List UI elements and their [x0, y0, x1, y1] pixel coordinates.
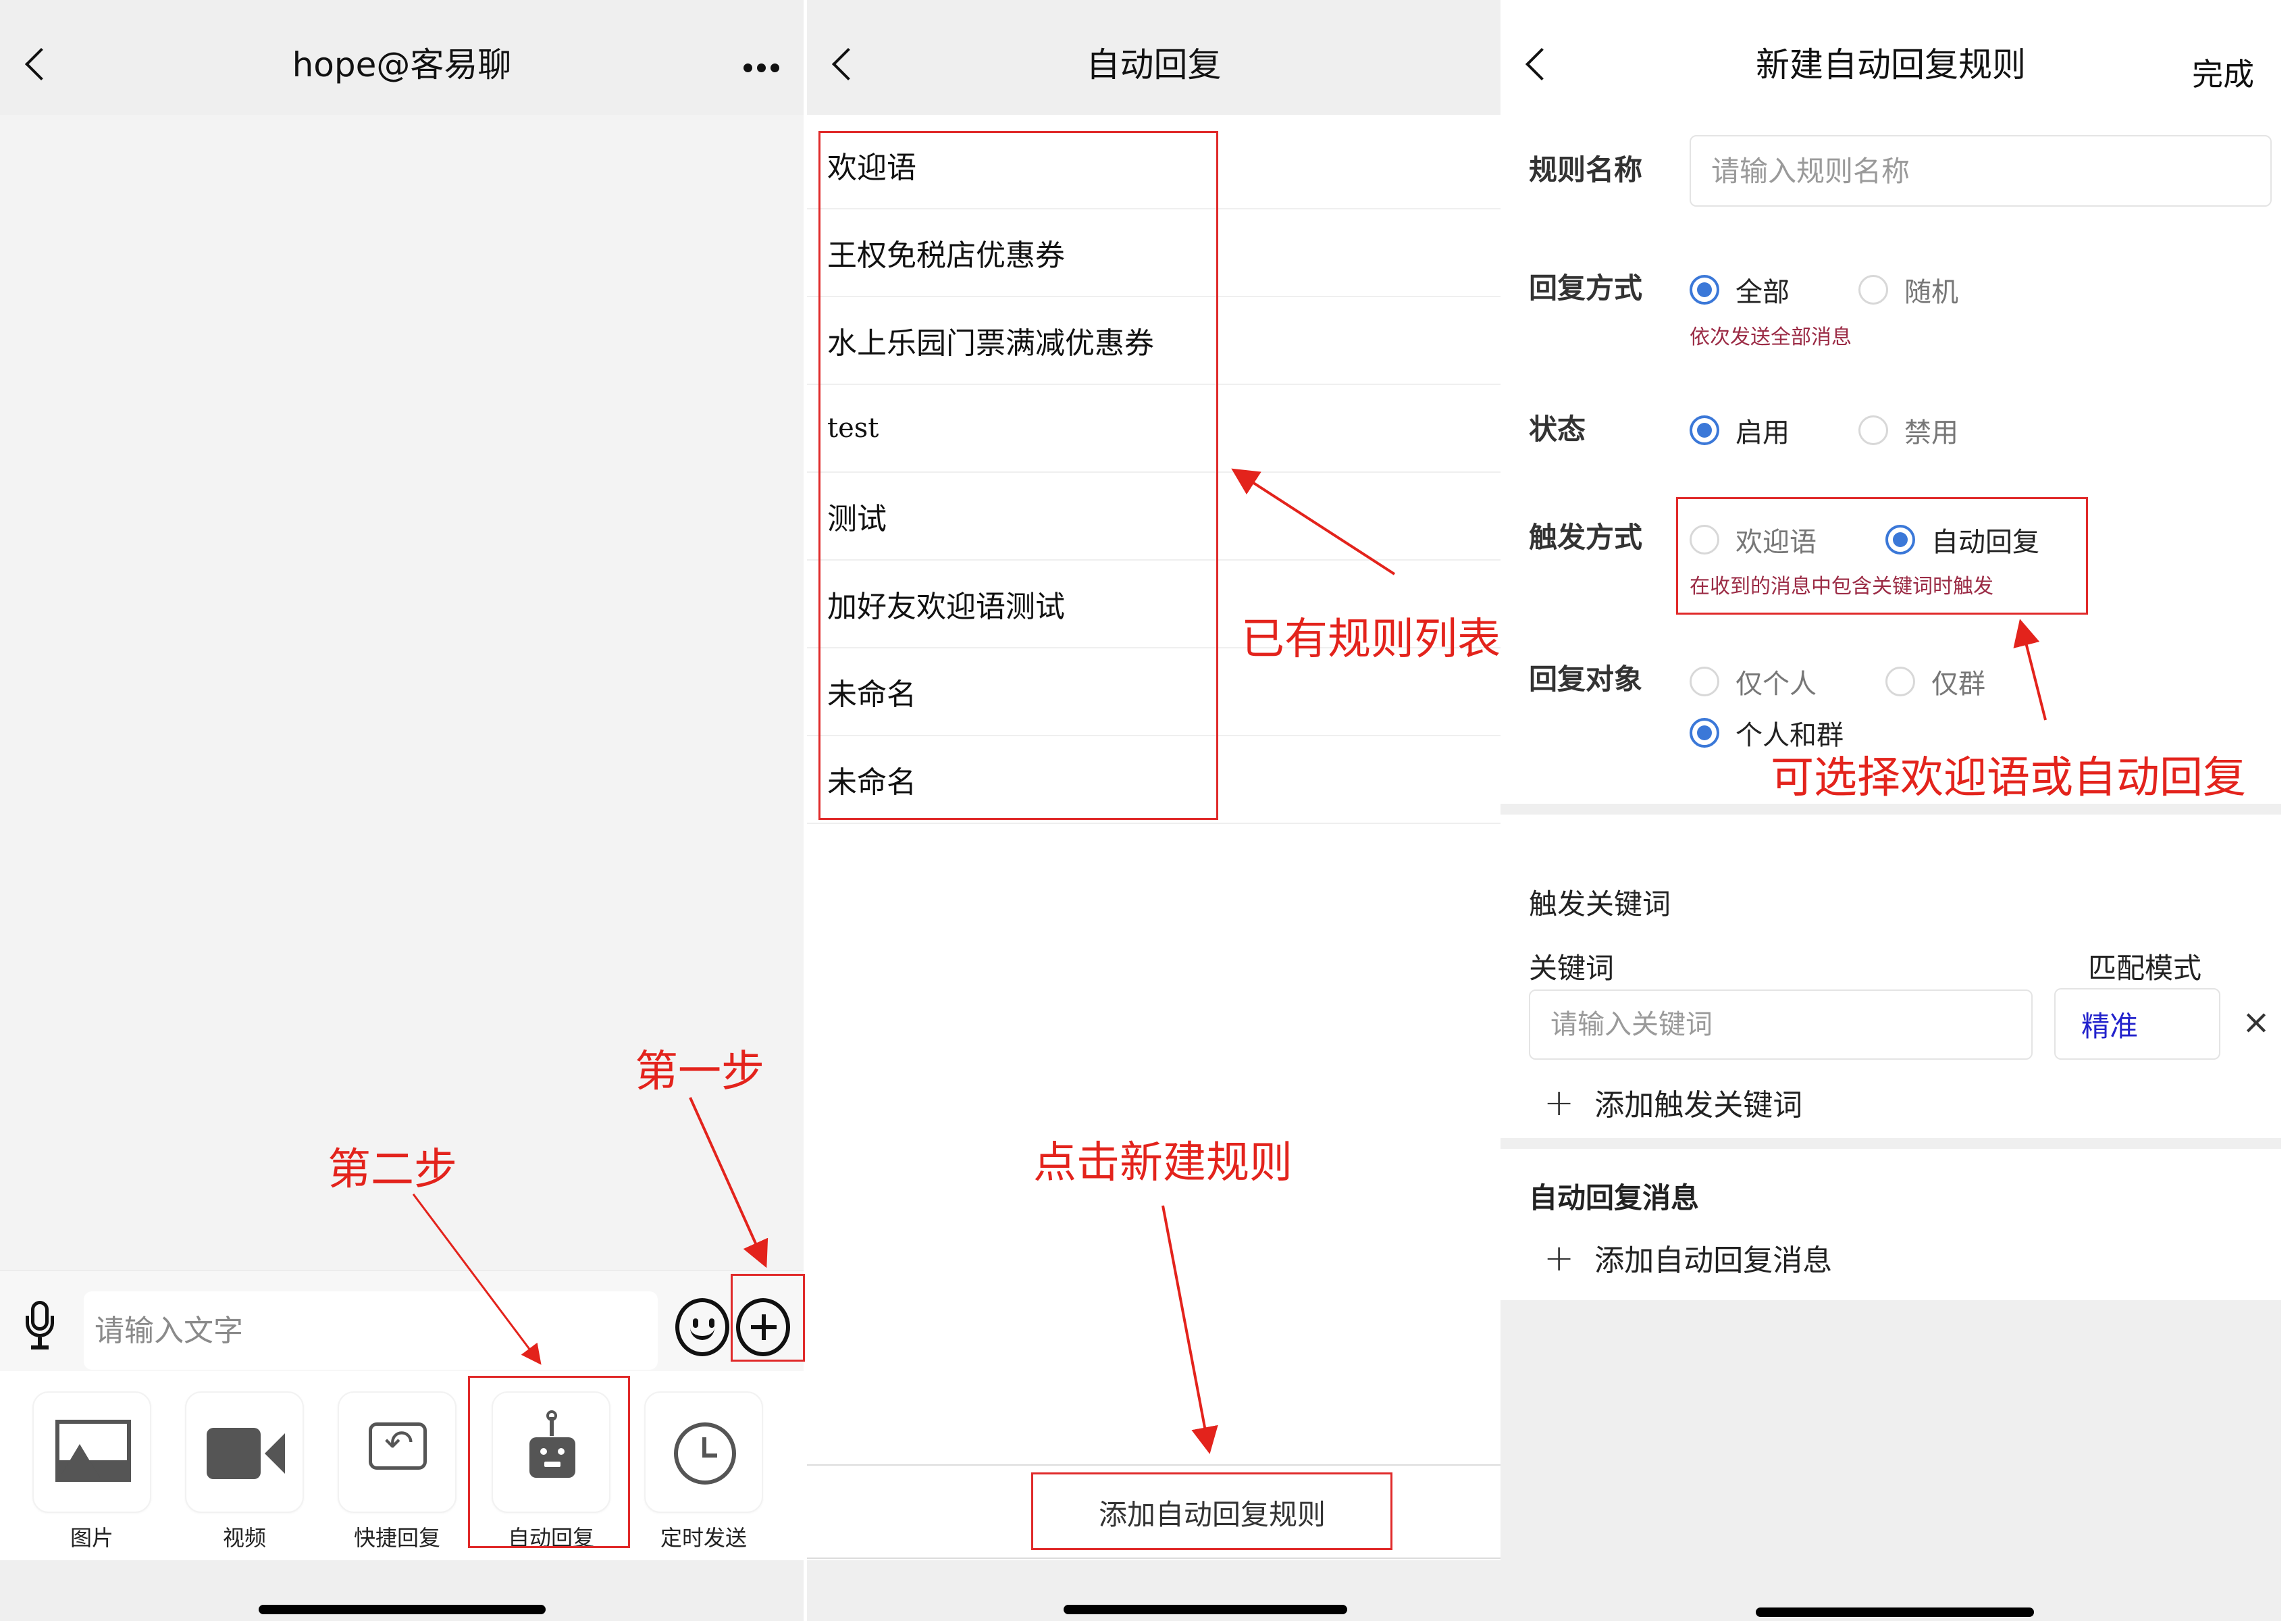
- radio-label: 个人和群: [1736, 720, 1844, 751]
- done-button[interactable]: 完成: [2192, 56, 2254, 93]
- remove-keyword-icon[interactable]: ×: [2242, 1002, 2270, 1041]
- image-icon: [55, 1420, 131, 1482]
- add-auto-reply-rule-button[interactable]: 添加自动回复规则: [1033, 1475, 1391, 1549]
- tool-label: 定时发送: [660, 1525, 747, 1551]
- quick-reply-icon: [369, 1422, 427, 1470]
- rule-item[interactable]: 王权免税店优惠券: [807, 209, 1501, 297]
- tool-label: 视频: [222, 1525, 266, 1551]
- video-icon: [207, 1428, 285, 1479]
- reply-mode-hint: 依次发送全部消息: [1690, 326, 1852, 349]
- emoji-icon[interactable]: [675, 1298, 729, 1356]
- add-message-label: 添加自动回复消息: [1594, 1243, 1833, 1278]
- rule-item[interactable]: 未命名: [807, 736, 1501, 824]
- annotation-click-new: 点击新建规则: [1033, 1138, 1293, 1188]
- tool-auto-reply[interactable]: 自动回复: [490, 1391, 612, 1552]
- rule-item[interactable]: 测试: [807, 473, 1501, 561]
- status-disabled-radio[interactable]: 禁用: [1858, 411, 1958, 450]
- page-title: 自动回复: [1086, 45, 1222, 84]
- chat-header: hope@客易聊: [0, 0, 804, 115]
- auto-reply-header: 自动回复: [807, 0, 1501, 115]
- rule-item[interactable]: 水上乐园门票满减优惠券: [807, 297, 1501, 385]
- reply-mode-label: 回复方式: [1529, 272, 1643, 305]
- add-auto-reply-message-button[interactable]: + 添加自动回复消息: [1544, 1236, 1832, 1279]
- rule-name-input[interactable]: [1690, 135, 2272, 207]
- chat-title: hope@客易聊: [292, 45, 512, 84]
- tool-scheduled-send[interactable]: 定时发送: [643, 1391, 764, 1552]
- trigger-mode-hint: 在收到的消息中包含关键词时触发: [1690, 575, 1993, 598]
- auto-reply-messages-title: 自动回复消息: [1529, 1181, 1700, 1214]
- keyword-input[interactable]: [1529, 989, 2033, 1060]
- chat-message-area: [0, 115, 804, 1270]
- trigger-welcome-radio[interactable]: 欢迎语: [1690, 520, 1817, 559]
- tool-label: 自动回复: [507, 1525, 594, 1551]
- tool-video[interactable]: 视频: [184, 1391, 305, 1552]
- status-label: 状态: [1529, 413, 1586, 446]
- robot-icon: [529, 1410, 575, 1478]
- annotation-rule-list: 已有规则列表: [1241, 615, 1501, 665]
- add-trigger-keyword-button[interactable]: + 添加触发关键词: [1544, 1081, 1802, 1124]
- chat-input-bar: [0, 1270, 804, 1371]
- message-input[interactable]: [84, 1291, 658, 1370]
- chat-screen: hope@客易聊 图片 视频 快捷回复 自动回复 定: [0, 0, 804, 1621]
- list-footer: 添加自动回复规则: [807, 1464, 1501, 1559]
- radio-label: 仅个人: [1736, 669, 1817, 700]
- keyword-column-label: 关键词: [1529, 952, 1615, 985]
- plus-icon: +: [1544, 1081, 1575, 1124]
- rule-item[interactable]: 欢迎语: [807, 122, 1501, 209]
- radio-label: 随机: [1904, 277, 1958, 308]
- plus-circle-icon[interactable]: [736, 1298, 790, 1356]
- annotation-step1: 第一步: [635, 1047, 764, 1097]
- add-keyword-label: 添加触发关键词: [1594, 1088, 1803, 1123]
- match-mode-select[interactable]: 精准: [2054, 988, 2220, 1060]
- rule-list: 欢迎语 王权免税店优惠券 水上乐园门票满减优惠券 test 测试 加好友欢迎语测…: [807, 122, 1501, 824]
- reply-target-label: 回复对象: [1529, 663, 1643, 696]
- home-indicator: [259, 1605, 546, 1614]
- home-area: [807, 1560, 1501, 1621]
- tool-label: 快捷回复: [353, 1525, 440, 1551]
- section-divider: [1501, 1138, 2281, 1149]
- trigger-auto-reply-radio[interactable]: 自动回复: [1885, 520, 2039, 559]
- auto-reply-list-screen: 自动回复 欢迎语 王权免税店优惠券 水上乐园门票满减优惠券 test 测试 加好…: [807, 0, 1501, 1621]
- rule-item[interactable]: test: [807, 385, 1501, 473]
- radio-label: 欢迎语: [1736, 527, 1817, 558]
- radio-label: 启用: [1736, 417, 1790, 448]
- new-rule-header: 新建自动回复规则 完成: [1501, 0, 2281, 115]
- rule-item[interactable]: 加好友欢迎语测试: [807, 561, 1501, 648]
- plus-icon: +: [1544, 1236, 1575, 1279]
- empty-area: [1501, 1300, 2281, 1621]
- home-indicator: [1756, 1607, 2034, 1617]
- target-both-radio[interactable]: 个人和群: [1690, 713, 1844, 752]
- annotation-step2: 第二步: [328, 1145, 457, 1195]
- trigger-keywords-title: 触发关键词: [1529, 887, 1671, 921]
- trigger-mode-label: 触发方式: [1529, 521, 1643, 554]
- tool-image[interactable]: 图片: [31, 1391, 153, 1552]
- radio-label: 自动回复: [1931, 527, 2039, 558]
- tool-quick-reply[interactable]: 快捷回复: [336, 1391, 458, 1552]
- home-area: [0, 1560, 804, 1621]
- tools-panel: 图片 视频 快捷回复 自动回复 定时发送: [0, 1371, 804, 1560]
- new-rule-screen: 新建自动回复规则 完成 规则名称 回复方式 全部 随机 依次发送全部消息 状态 …: [1501, 0, 2281, 1621]
- target-group-radio[interactable]: 仅群: [1885, 662, 1985, 701]
- page-title: 新建自动回复规则: [1756, 45, 2026, 84]
- radio-label: 仅群: [1931, 669, 1985, 700]
- tool-label: 图片: [70, 1525, 113, 1551]
- radio-label: 禁用: [1904, 417, 1958, 448]
- rule-item[interactable]: 未命名: [807, 648, 1501, 736]
- home-indicator: [1064, 1605, 1347, 1614]
- reply-mode-all-radio[interactable]: 全部: [1690, 270, 1790, 309]
- target-individual-radio[interactable]: 仅个人: [1690, 662, 1817, 701]
- reply-mode-random-radio[interactable]: 随机: [1858, 270, 1958, 309]
- radio-label: 全部: [1736, 277, 1790, 308]
- annotation-trigger-choice: 可选择欢迎语或自动回复: [1771, 753, 2246, 803]
- more-options-icon[interactable]: [743, 63, 779, 72]
- microphone-icon[interactable]: [24, 1301, 57, 1352]
- clock-icon: [674, 1422, 736, 1485]
- section-divider: [1501, 804, 2281, 815]
- match-mode-column-label: 匹配模式: [2088, 952, 2202, 985]
- rule-name-label: 规则名称: [1529, 153, 1643, 186]
- status-enabled-radio[interactable]: 启用: [1690, 411, 1790, 450]
